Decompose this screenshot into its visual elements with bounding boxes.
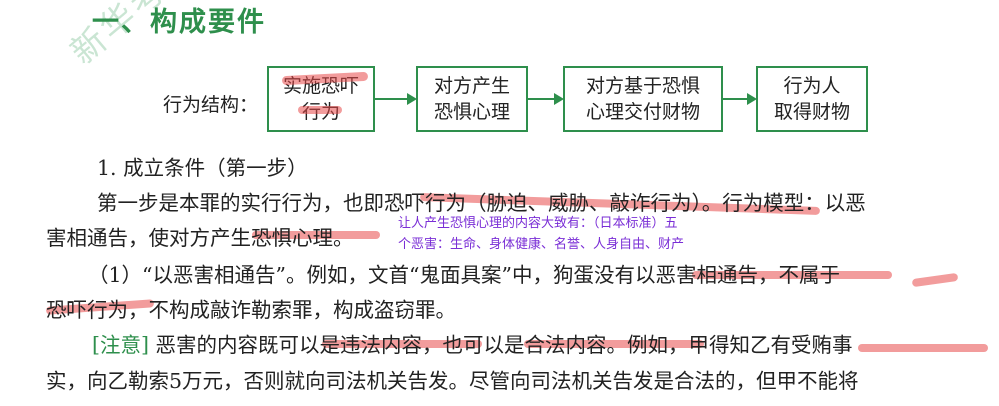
note-text: 恶害的内容既可以是违法内容，也可以是合法内容。例如，甲得知乙有受贿事: [155, 333, 853, 357]
highlight-mark: [692, 271, 892, 279]
paragraph-line: 恐吓行为，不构成敲诈勒索罪，构成盗窃罪。: [46, 298, 456, 322]
flow-box-fear: 对方产生 恐惧心理: [416, 66, 528, 132]
handwritten-annotation: 让人产生恐惧心理的内容大致有：（日本标准）五: [398, 216, 678, 231]
note-line: [注意] 恶害的内容既可以是违法内容，也可以是合法内容。例如，甲得知乙有受贿事: [92, 328, 853, 358]
flow-box-text: 对方产生 恐惧心理: [433, 75, 510, 123]
paragraph-line: （1）“以恶害相通告”。例如，文首“鬼面具案”中，狗蛋没有以恶害相通告，不属于: [88, 263, 840, 287]
highlight-mark: [298, 106, 342, 114]
highlight-mark: [524, 340, 704, 348]
flow-arrow: [721, 93, 757, 105]
paragraph-line: 第一步是本罪的实行行为，也即恐吓行为（胁迫、威胁、敲诈行为）。行为模型：以恶: [97, 191, 866, 215]
paragraph-line: 实，向乙勒索5万元，否则就向司法机关告发。尽管向司法机关告发是合法的，但甲不能将: [46, 369, 859, 393]
section-heading: 一、构成要件: [92, 7, 266, 38]
flow-box-text: 对方基于恐惧 心理交付财物: [585, 75, 700, 123]
flow-box-hand-over: 对方基于恐惧 心理交付财物: [563, 66, 723, 132]
handwritten-annotation: 个恶害：生命、身体健康、名誉、人身自由、财产: [398, 237, 685, 252]
structure-label: 行为结构：: [163, 94, 259, 116]
flow-box-text: 行为人 取得财物: [773, 75, 850, 123]
flow-arrow: [526, 93, 564, 105]
highlight-mark: [252, 231, 380, 239]
flow-box-obtain: 行为人 取得财物: [756, 66, 868, 132]
flow-arrow: [373, 93, 417, 105]
note-label: [注意]: [92, 333, 149, 357]
section-title: 1. 成立条件（第一步）: [97, 156, 308, 180]
highlight-mark: [322, 340, 482, 348]
highlight-mark: [858, 344, 988, 352]
paragraph-line: 害相通告，使对方产生恐惧心理。: [46, 226, 354, 250]
highlight-mark: [911, 272, 959, 288]
